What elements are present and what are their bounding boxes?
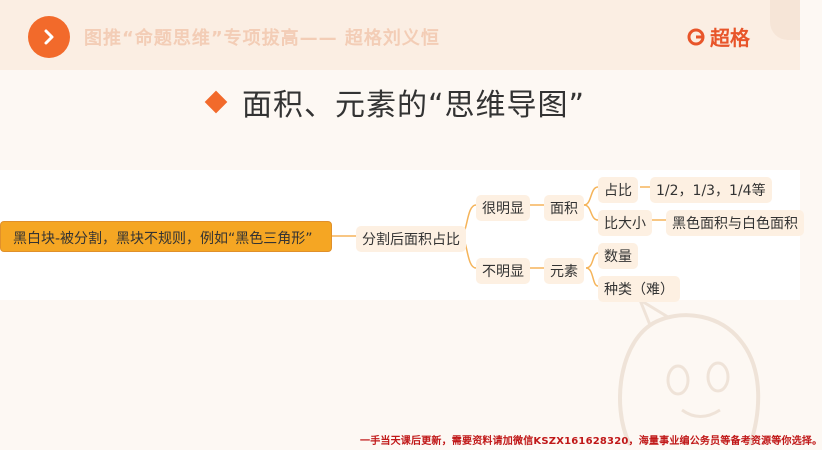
- mindmap-connectors: [332, 186, 666, 287]
- brand-name: 超格: [710, 26, 750, 50]
- mindmap-node-type: 种类（难）: [598, 276, 680, 302]
- corner-decoration: [770, 0, 800, 40]
- mindmap-node-not-obvious: 不明显: [476, 258, 530, 284]
- mindmap-node-level1: 分割后面积占比: [356, 226, 466, 252]
- mindmap-node-compare: 比大小: [598, 210, 652, 236]
- mascot-watermark-icon: [618, 296, 761, 446]
- mindmap-node-element: 元素: [544, 258, 584, 284]
- header-title: 图推“命题思维”专项拔高—— 超格刘义恒: [84, 28, 440, 49]
- mindmap-node-count: 数量: [598, 243, 638, 269]
- brand-icon: [687, 28, 705, 45]
- mindmap-node-area: 面积: [544, 195, 584, 221]
- brand-logo: 超格: [686, 22, 750, 51]
- mindmap-node-ratio-detail: 1/2，1/3，1/4等: [650, 177, 772, 203]
- mindmap-node-ratio: 占比: [598, 177, 638, 203]
- footer-note: 一手当天课后更新，需要资料请加微信KSZX161628320，海量事业编公务员等…: [360, 436, 822, 447]
- section-title: 面积、元素的“思维导图”: [242, 88, 586, 123]
- section-heading: 面积、元素的“思维导图”: [204, 80, 586, 124]
- mindmap-root-node: 黑白块-被分割，黑块不规则，例如“黑色三角形”: [0, 221, 332, 252]
- mindmap-node-obvious: 很明显: [476, 195, 530, 221]
- mindmap-node-compare-detail: 黑色面积与白色面积: [666, 210, 804, 236]
- header-bar: [0, 0, 800, 70]
- play-icon[interactable]: [28, 16, 70, 58]
